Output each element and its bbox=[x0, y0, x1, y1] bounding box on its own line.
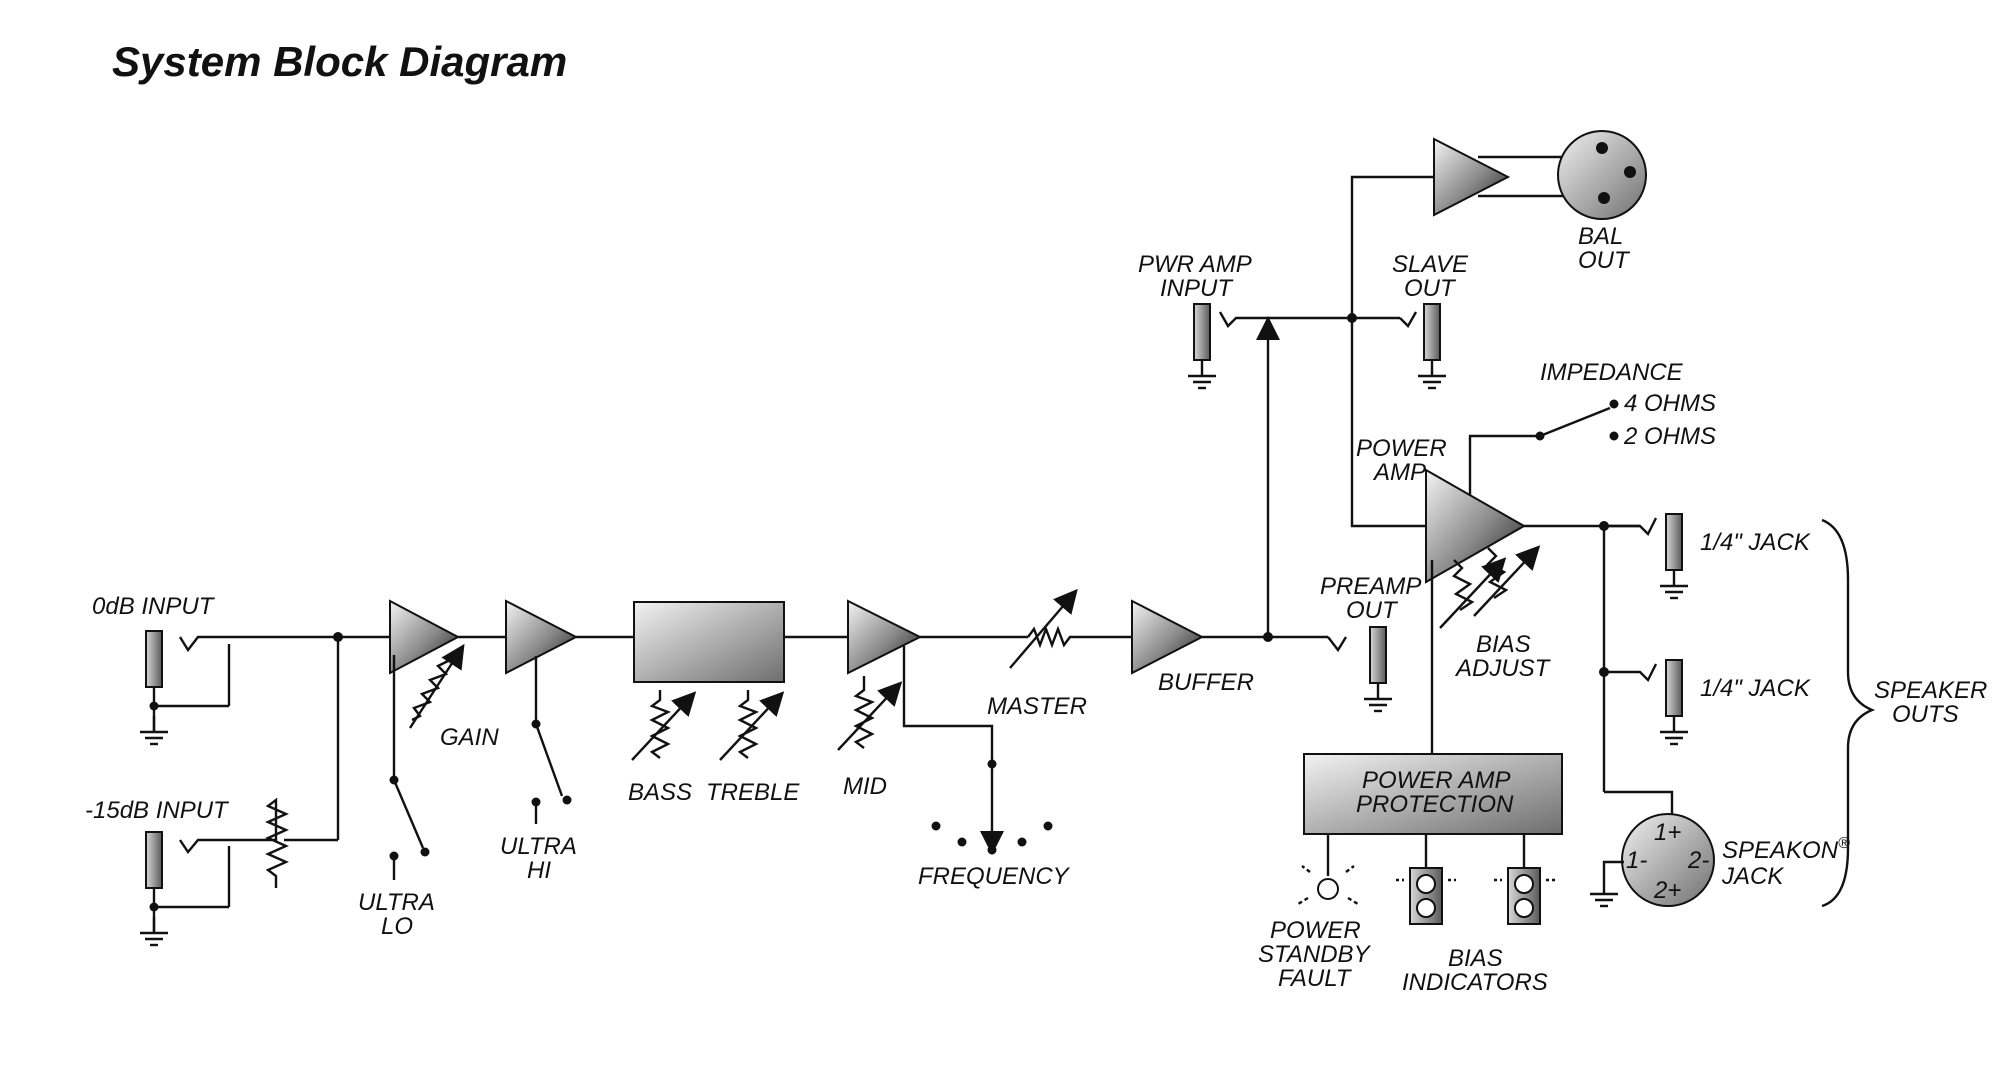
ultra-lo-label-2: LO bbox=[381, 913, 413, 940]
power-amp-triangle bbox=[1425, 468, 1527, 584]
power-amp-label-2: AMP bbox=[1372, 459, 1426, 486]
speakon-pin-2minus: 2- bbox=[1687, 847, 1709, 874]
master-label: MASTER bbox=[987, 693, 1087, 720]
bias-adjust-label-1: BIAS bbox=[1476, 631, 1531, 658]
power-amp-protection-label-2: PROTECTION bbox=[1356, 791, 1514, 818]
ultra-hi-amp-triangle bbox=[505, 599, 579, 675]
bass-pot bbox=[631, 690, 697, 761]
preamp-out-label-1: PREAMP bbox=[1320, 573, 1421, 600]
ohms-4-label: 4 OHMS bbox=[1624, 390, 1716, 417]
bass-label: BASS bbox=[628, 779, 692, 806]
speaker-outs-label-2: OUTS bbox=[1892, 701, 1959, 728]
preamp-out-jack bbox=[1327, 626, 1394, 713]
ultra-lo-switch bbox=[389, 655, 430, 880]
bal-out-amp-triangle bbox=[1433, 137, 1511, 217]
bias-indicators-label-2: INDICATORS bbox=[1402, 969, 1548, 996]
speaker-jack-2 bbox=[1604, 659, 1690, 746]
input-0db-label: 0dB INPUT bbox=[92, 593, 216, 620]
pad-resistor bbox=[264, 632, 343, 888]
bal-out-label-2: OUT bbox=[1578, 247, 1631, 274]
speaker-jack-1 bbox=[1604, 513, 1690, 600]
slave-out-label-1: SLAVE bbox=[1392, 251, 1469, 278]
frequency-selector bbox=[902, 646, 1053, 855]
speakon-connector: 1+ 1- 2- 2+ bbox=[1588, 813, 1715, 908]
master-pot bbox=[1009, 588, 1132, 669]
gain-pot bbox=[408, 643, 465, 729]
speaker-outs-bracket bbox=[1821, 518, 1876, 908]
treble-label: TREBLE bbox=[706, 779, 800, 806]
ohms-2-label: 2 OHMS bbox=[1623, 423, 1716, 450]
input-0db-jack bbox=[138, 630, 340, 746]
bias-indicators-label-1: BIAS bbox=[1448, 945, 1503, 972]
bias-adjust-pots bbox=[1439, 545, 1541, 629]
pwr-amp-input-jack bbox=[1186, 303, 1400, 390]
power-amp-protection-box bbox=[1303, 753, 1563, 835]
slave-out-jack bbox=[1416, 303, 1448, 390]
preamp-out-label-2: OUT bbox=[1346, 597, 1399, 624]
power-amp-label-1: POWER bbox=[1356, 435, 1447, 462]
bal-out-label-1: BAL bbox=[1578, 223, 1623, 250]
impedance-switch bbox=[1468, 399, 1619, 496]
speakon-pin-1minus: 1- bbox=[1626, 847, 1647, 874]
pwr-amp-input-label-2: INPUT bbox=[1160, 275, 1234, 302]
speaker-jack-1-label: 1/4" JACK bbox=[1700, 529, 1811, 556]
gain-label: GAIN bbox=[440, 724, 499, 751]
speaker-jack-2-label: 1/4" JACK bbox=[1700, 675, 1811, 702]
power-standby-fault-label-1: POWER bbox=[1270, 917, 1361, 944]
input-15db-jack bbox=[138, 831, 264, 947]
speaker-outs-label-1: SPEAKER bbox=[1874, 677, 1987, 704]
tone-stack-box bbox=[633, 601, 785, 683]
speakon-pin-2plus: 2+ bbox=[1653, 877, 1681, 904]
mid-label: MID bbox=[843, 773, 887, 800]
speakon-label-2: JACK bbox=[1721, 863, 1784, 890]
input-15db-label: -15dB INPUT bbox=[85, 797, 230, 824]
buffer-triangle bbox=[1131, 599, 1205, 675]
power-standby-fault-led bbox=[1297, 834, 1359, 906]
pwr-amp-input-label-1: PWR AMP bbox=[1138, 251, 1252, 278]
treble-pot bbox=[719, 690, 785, 761]
impedance-label: IMPEDANCE bbox=[1540, 359, 1684, 386]
ultra-hi-label-2: HI bbox=[527, 857, 551, 884]
bias-indicator-right bbox=[1494, 834, 1556, 925]
frequency-label: FREQUENCY bbox=[918, 863, 1071, 890]
ultra-hi-switch bbox=[531, 656, 572, 824]
slave-out-label-2: OUT bbox=[1404, 275, 1457, 302]
page-title: System Block Diagram bbox=[112, 38, 567, 85]
bias-adjust-label-2: ADJUST bbox=[1454, 655, 1552, 682]
speakon-pin-1plus: 1+ bbox=[1654, 819, 1681, 846]
ultra-lo-label-1: ULTRA bbox=[358, 889, 435, 916]
mid-amp-triangle bbox=[847, 599, 923, 675]
buffer-label: BUFFER bbox=[1158, 669, 1254, 696]
power-amp-protection-label-1: POWER AMP bbox=[1362, 767, 1510, 794]
gain-amp-triangle bbox=[389, 599, 461, 675]
bias-indicator-left bbox=[1396, 834, 1456, 925]
xlr-connector bbox=[1557, 130, 1647, 220]
power-standby-fault-label-2: STANDBY bbox=[1258, 941, 1372, 968]
power-standby-fault-label-3: FAULT bbox=[1278, 965, 1353, 992]
mid-pot bbox=[837, 676, 903, 751]
ultra-hi-label-1: ULTRA bbox=[500, 833, 577, 860]
speakon-label-1: SPEAKON® bbox=[1722, 835, 1850, 864]
